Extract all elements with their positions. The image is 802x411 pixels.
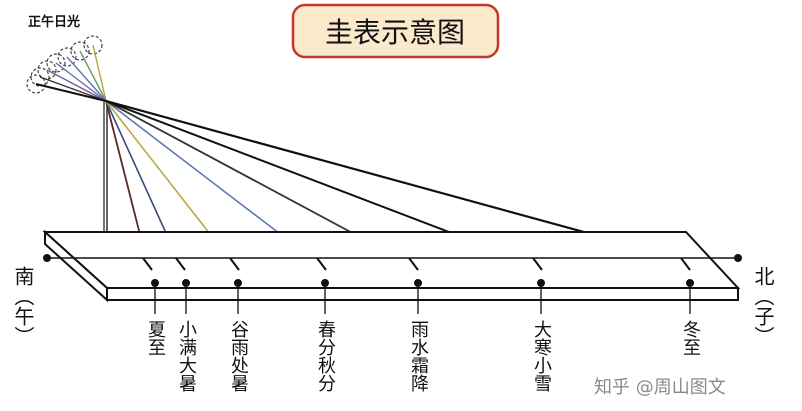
- shadow-ticks: [142, 257, 691, 271]
- north-point: [734, 254, 742, 262]
- marker-xiaoman: [182, 279, 190, 314]
- term-markers: [151, 279, 694, 314]
- gui-plate: [42, 229, 741, 303]
- marker-dongzhi: [686, 279, 694, 314]
- sun-label: 正午日光: [28, 14, 80, 30]
- term-label-yushui-shuangjiang: 雨水霜降: [408, 320, 429, 392]
- marker-dahan: [537, 279, 545, 314]
- title-box: 圭表示意图: [291, 3, 500, 59]
- term-label-chunfen-qiufen: 春分秋分: [315, 320, 336, 392]
- watermark: 知乎 @周山图文: [594, 377, 726, 398]
- term-label-dongzhi: 冬至: [680, 320, 701, 356]
- marker-yushui: [414, 279, 422, 314]
- title-frame: [291, 3, 500, 59]
- meridian-line: [43, 254, 742, 262]
- direction-south: 南（午）: [11, 266, 35, 346]
- sun-icon: [26, 35, 103, 94]
- marker-guyu: [234, 279, 242, 314]
- term-label-xiaoman-dashu: 小满大暑: [176, 320, 197, 392]
- south-point: [43, 254, 51, 262]
- term-label-xiazhi: 夏至: [145, 320, 166, 356]
- marker-xiazhi: [151, 279, 159, 314]
- title: 圭表示意图: [325, 16, 465, 49]
- term-label-guyu-chushu: 谷雨处暑: [228, 320, 249, 392]
- marker-chunfen: [321, 279, 329, 314]
- sun-rays-incoming: [35, 44, 107, 102]
- term-label-dahan-xiaoxue: 大寒小雪: [531, 320, 552, 392]
- direction-north: 北（子）: [751, 266, 775, 346]
